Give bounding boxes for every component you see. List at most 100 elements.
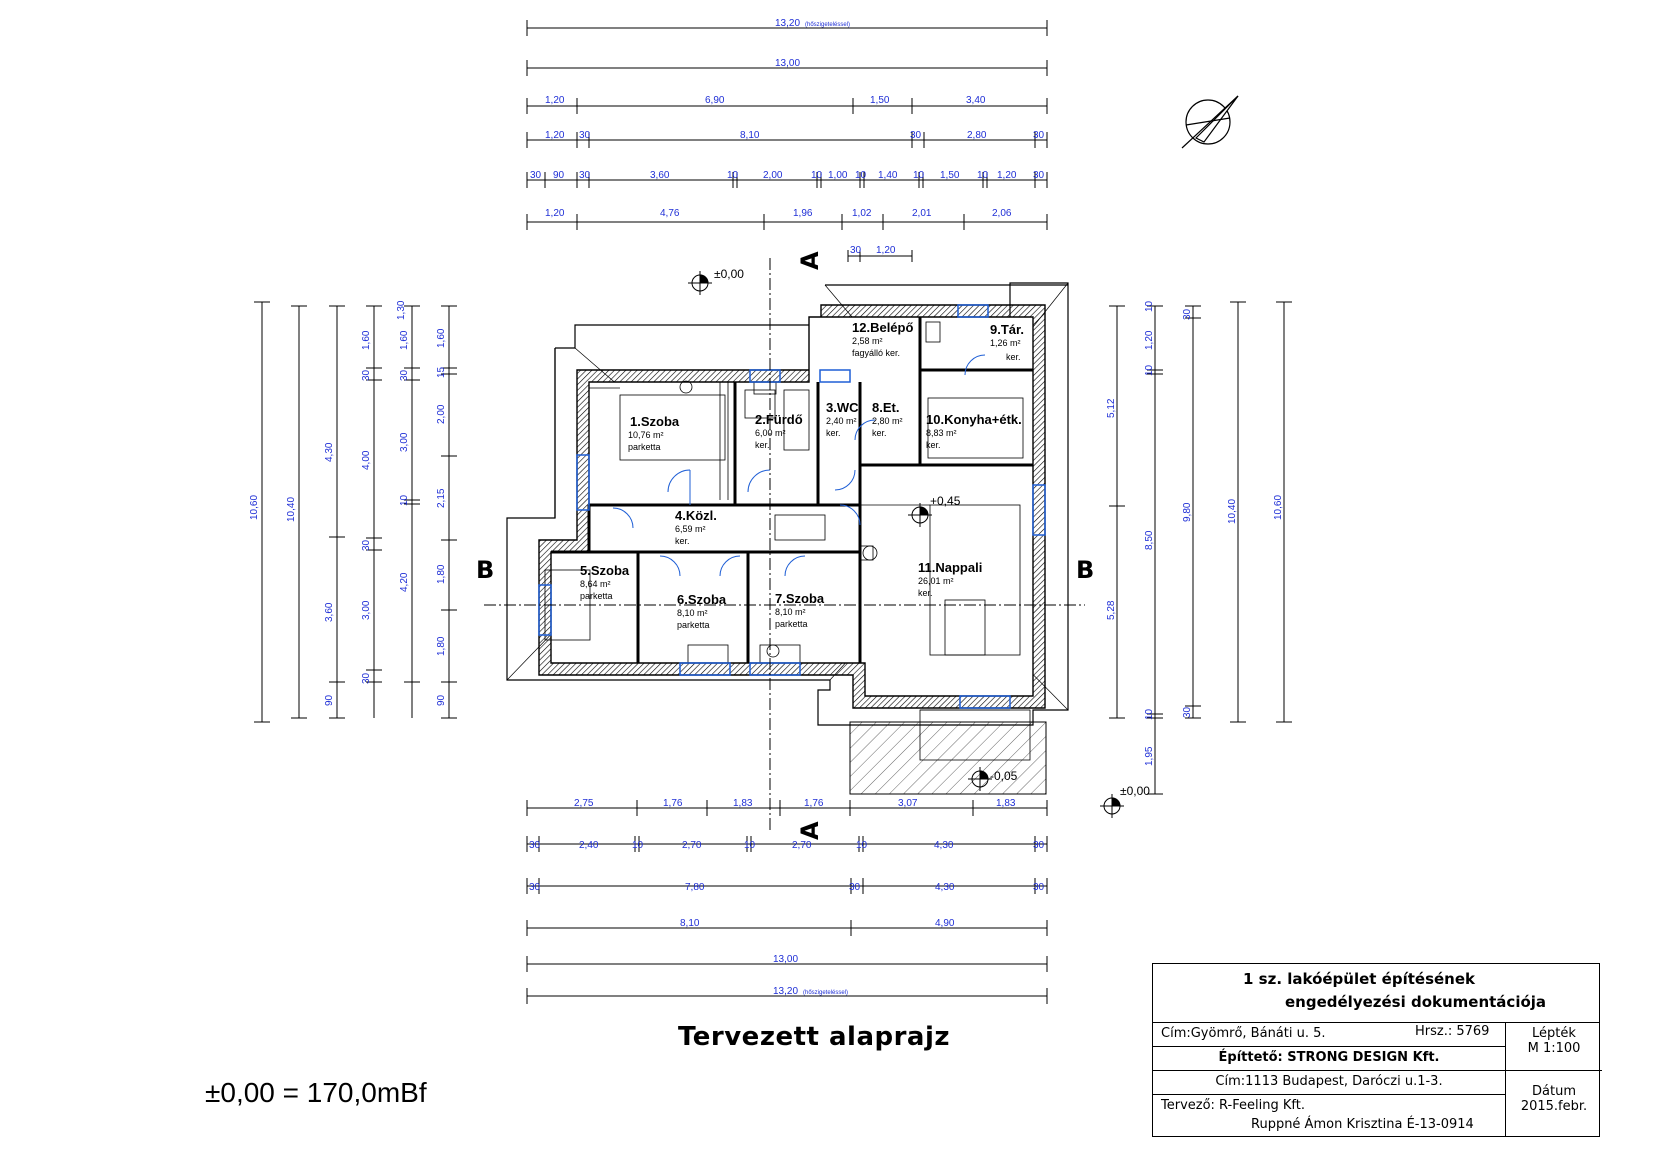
dim-label: 30	[910, 130, 922, 141]
room-floor: parketta	[775, 619, 808, 629]
north-arrow-icon	[1181, 95, 1239, 149]
top-dimensions	[526, 20, 1048, 230]
dim-label: 1,83	[996, 798, 1016, 809]
builder-address: Cím:1113 Budapest, Daróczi u.1-3.	[1215, 1074, 1443, 1089]
dim-label: 1,95	[1144, 746, 1155, 766]
section-markers: A A B B	[476, 251, 1094, 840]
dim-label: 4,30	[934, 840, 954, 851]
dim-label: 3,00	[399, 432, 410, 452]
dim-label: 30	[1033, 130, 1045, 141]
dim-label: 7,80	[685, 882, 705, 893]
windows	[538, 304, 1046, 709]
builder-address-row: Cím:1113 Budapest, Daróczi u.1-3.	[1153, 1070, 1505, 1095]
left-dimension-labels: 10,60 10,40 4,30 3,60 90 1,60 30 4,00 30…	[249, 300, 447, 706]
address-row: Cím:Gyömrő, Bánáti u. 5. Hrsz.: 5769	[1153, 1022, 1505, 1047]
builder-name: Építtető: STRONG DESIGN Kft.	[1218, 1050, 1440, 1065]
dim-label: 1,50	[940, 170, 960, 181]
dim-label: 3,40	[966, 95, 986, 106]
dim-label: 4,30	[324, 442, 335, 462]
parcel-number: Hrsz.: 5769	[1415, 1024, 1490, 1039]
dim-label: 30	[361, 539, 372, 551]
dim-label: 10,60	[1273, 495, 1284, 520]
room-2: 2.Fürdő 6,00 m² ker.	[755, 412, 803, 450]
dim-label: 2,00	[436, 404, 447, 424]
dim-label: 90	[436, 694, 447, 706]
top-dimension-labels: 13,20 (hőszigeteléssel) 13,00 1,20 6,90 …	[530, 18, 1045, 219]
elevation-reference: ±0,00 = 170,0mBf	[205, 1077, 427, 1108]
dim-label: 10,40	[286, 497, 297, 522]
room-name: 2.Fürdő	[755, 412, 803, 427]
dim-label: 10	[856, 840, 868, 851]
dim-label: 4,30	[935, 882, 955, 893]
dim-label: 30	[1033, 170, 1045, 181]
room-area: 2,80 m²	[872, 416, 903, 426]
dim-label: 9,80	[1182, 502, 1193, 522]
section-label-b-right: B	[1076, 556, 1094, 584]
room-labels: 1.Szoba 10,76 m² parketta 2.Fürdő 6,00 m…	[580, 320, 1024, 630]
dim-label: 1,00	[828, 170, 848, 181]
designer-company: Tervező: R-Feeling Kft.	[1161, 1098, 1305, 1113]
dim-label: 3,60	[324, 602, 335, 622]
scale-value: M 1:100	[1527, 1041, 1581, 1056]
dim-note: (hőszigeteléssel)	[803, 990, 848, 996]
entrance-dimension	[847, 250, 913, 262]
builder-row: Építtető: STRONG DESIGN Kft.	[1153, 1046, 1505, 1071]
room-name: 5.Szoba	[580, 563, 630, 578]
room-floor: ker.	[675, 536, 690, 546]
date-label: Dátum	[1532, 1084, 1576, 1099]
dim-label: 30	[530, 170, 542, 181]
dim-label: 30	[529, 882, 541, 893]
room-area: 8,64 m²	[580, 579, 611, 589]
dim-label: 1,40	[878, 170, 898, 181]
dim-label: 3,00	[361, 600, 372, 620]
room-floor: ker.	[826, 428, 841, 438]
dim-label: 1,76	[804, 798, 824, 809]
level-mark-text: ±0,00	[714, 267, 744, 281]
dim-note: (hőszigeteléssel)	[805, 22, 850, 28]
dim-label: 10	[727, 170, 739, 181]
section-label-a-top: A	[796, 251, 824, 270]
dim-label: 15	[436, 366, 447, 378]
dim-label: 10	[744, 840, 756, 851]
dim-label: 10	[632, 840, 644, 851]
dim-label: 1,80	[436, 636, 447, 656]
dim-label: 30	[1182, 308, 1193, 320]
site-address: Cím:Gyömrő, Bánáti u. 5.	[1161, 1026, 1326, 1041]
dim-label: 5,12	[1106, 398, 1117, 418]
level-mark-text: +0,45	[930, 494, 961, 508]
room-11: 11.Nappali 26,01 m² ker.	[918, 560, 982, 598]
section-label-a-bottom: A	[796, 821, 824, 840]
room-floor: parketta	[580, 591, 613, 601]
dim-label: 1,20	[1144, 330, 1155, 350]
dim-label: 1,20	[545, 95, 565, 106]
room-area: 8,10 m²	[677, 608, 708, 618]
room-name: 4.Közl.	[675, 508, 717, 523]
date-value: 2015.febr.	[1520, 1099, 1588, 1114]
drawing-title: Tervezett alaprajz	[678, 1022, 951, 1052]
dim-label: 4,76	[660, 208, 680, 219]
dim-label: 1,30	[396, 300, 407, 320]
room-floor: ker.	[926, 440, 941, 450]
dim-label: 2,00	[763, 170, 783, 181]
dim-label: 3,07	[898, 798, 918, 809]
dim-label: 10	[855, 170, 867, 181]
room-floor: parketta	[677, 620, 710, 630]
section-lines	[484, 258, 1085, 830]
room-name: 8.Et.	[872, 400, 899, 415]
room-12: 12.Belépő 2,58 m² fagyálló ker.	[852, 320, 913, 358]
room-floor: fagyálló ker.	[852, 348, 900, 358]
dim-label: 10	[1144, 708, 1155, 720]
dim-label: 4,20	[399, 572, 410, 592]
dim-label: 2,70	[682, 840, 702, 851]
dim-label: 2,40	[579, 840, 599, 851]
dim-label: 1,96	[793, 208, 813, 219]
dim-label: 1,60	[436, 328, 447, 348]
dim-label: 13,00	[775, 58, 800, 69]
date-cell: Dátum 2015.febr.	[1505, 1070, 1602, 1136]
bottom-dimension-labels: 2,75 1,76 1,83 1,76 3,07 1,83 30 2,40 10…	[529, 798, 1045, 997]
dim-label: 30	[399, 369, 410, 381]
title-block-heading: 1 sz. lakóépület építésének engedélyezés…	[1153, 964, 1599, 1023]
room-name: 7.Szoba	[775, 591, 825, 606]
room-floor: ker.	[755, 440, 770, 450]
dim-label: 1,20	[997, 170, 1017, 181]
